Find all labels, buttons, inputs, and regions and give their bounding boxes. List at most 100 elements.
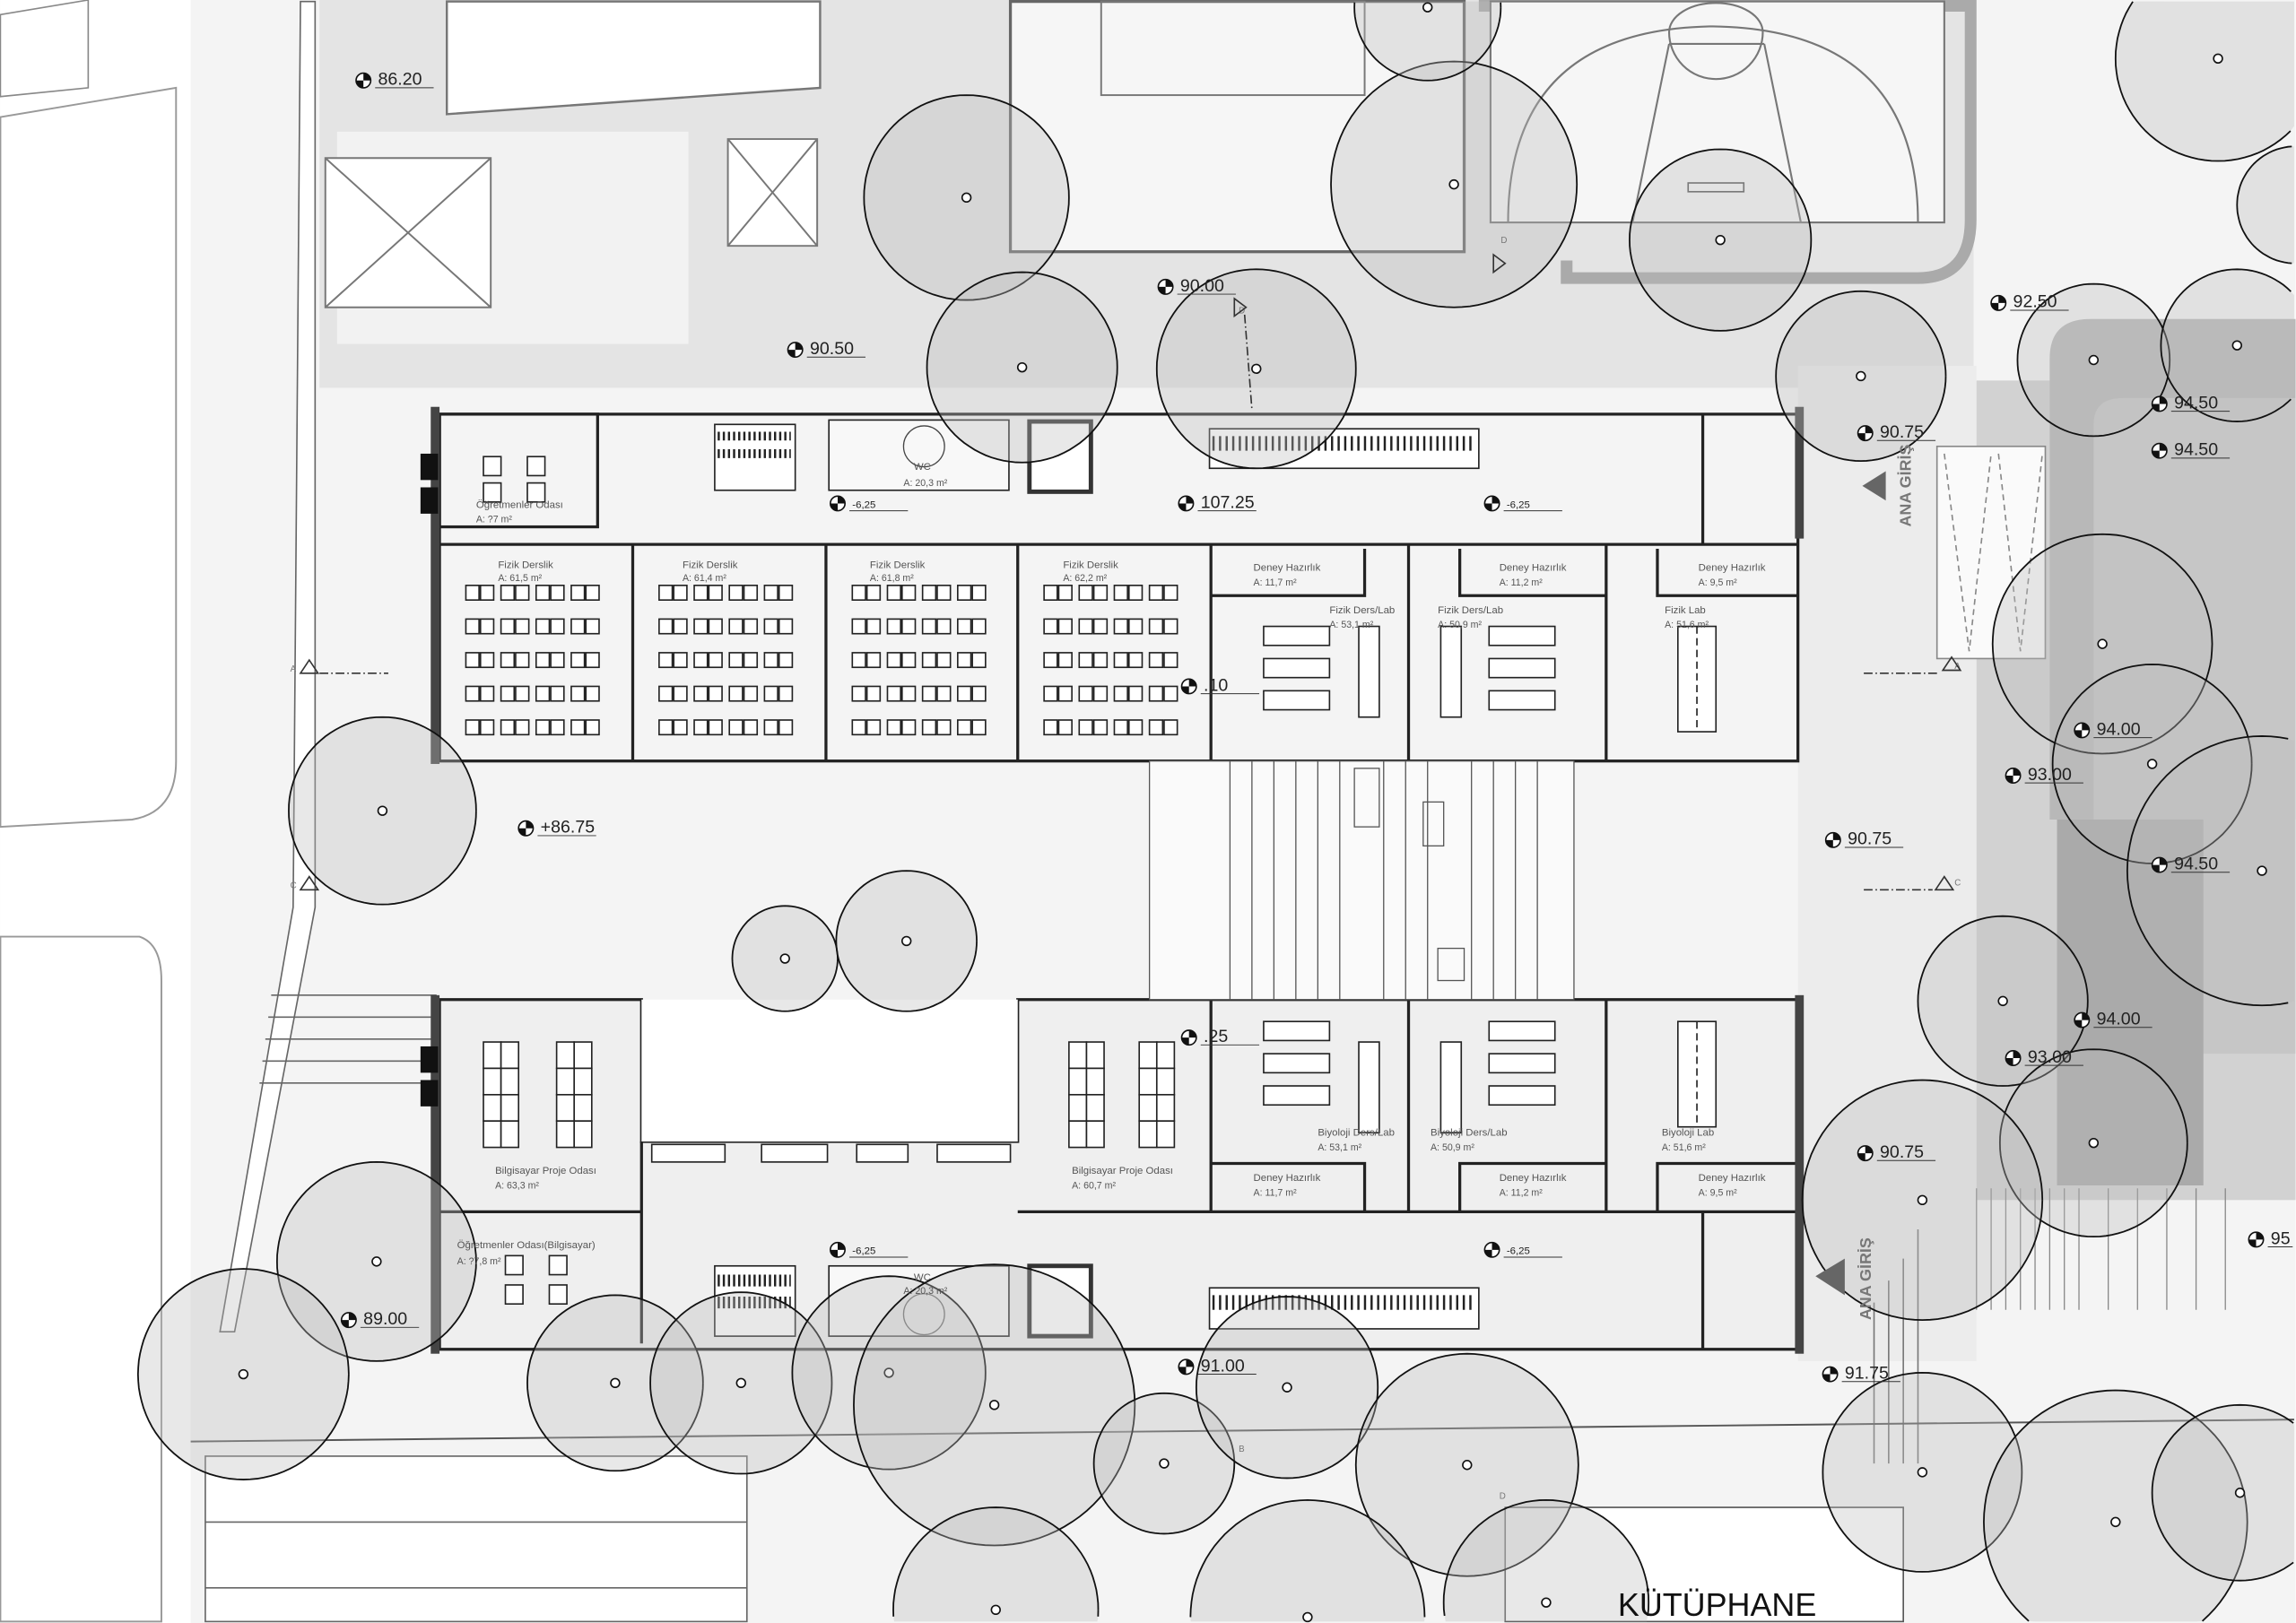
tree xyxy=(1991,533,2213,755)
desk xyxy=(921,618,937,635)
svg-text:A: 11,2 m²: A: 11,2 m² xyxy=(1500,1187,1544,1198)
svg-text:Fizik Lab: Fizik Lab xyxy=(1665,605,1706,616)
lab-table xyxy=(1263,1020,1331,1042)
tree xyxy=(2114,1,2294,162)
stairs-north-east xyxy=(1208,428,1480,470)
desk xyxy=(535,652,551,669)
svg-text:A: 53,1 m²: A: 53,1 m² xyxy=(1329,620,1373,630)
computer-desk xyxy=(555,1067,576,1096)
corridor-table xyxy=(761,1143,829,1163)
computer-desk xyxy=(483,1041,502,1070)
desk xyxy=(658,685,674,702)
desk xyxy=(851,652,866,669)
tree-trunk-icon xyxy=(1282,1382,1292,1393)
level-marker: 107.25 xyxy=(1201,492,1255,512)
desk xyxy=(673,585,688,601)
desk xyxy=(778,719,794,736)
chair xyxy=(526,456,546,477)
desk xyxy=(763,719,778,736)
tree-trunk-icon xyxy=(1159,1458,1170,1469)
desk xyxy=(1057,719,1073,736)
desk xyxy=(921,585,937,601)
computer-desk xyxy=(1068,1093,1088,1123)
tree xyxy=(1917,915,2089,1087)
lab-table xyxy=(1488,1020,1556,1042)
level-marker: 90.75 xyxy=(1848,829,1892,849)
desk xyxy=(851,685,866,702)
desk xyxy=(465,719,480,736)
tree-trunk-icon xyxy=(1856,370,1866,382)
desk xyxy=(658,618,674,635)
computer-desk xyxy=(500,1067,520,1096)
computer-desk xyxy=(1138,1041,1158,1070)
computer-desk xyxy=(573,1067,593,1096)
desk xyxy=(936,585,952,601)
tree xyxy=(731,905,839,1012)
desk xyxy=(1163,685,1178,702)
desk xyxy=(550,652,565,669)
desk xyxy=(479,618,495,635)
desk xyxy=(1092,719,1109,736)
desk xyxy=(743,585,759,601)
desk xyxy=(1113,685,1128,702)
lab-table xyxy=(1488,1085,1556,1107)
computer-desk xyxy=(1085,1041,1105,1070)
desk xyxy=(971,652,987,669)
svg-text:A: 11,7 m²: A: 11,7 m² xyxy=(1254,577,1298,588)
level-marker: 91.75 xyxy=(1845,1363,1889,1383)
level-marker-icon xyxy=(1483,1241,1562,1258)
desk xyxy=(886,685,901,702)
desk xyxy=(1057,652,1073,669)
tree-trunk-icon xyxy=(988,1400,1000,1410)
level-marker-icon xyxy=(1180,1029,1260,1046)
desk xyxy=(778,652,794,669)
svg-text:A: ?7 m²: A: ?7 m² xyxy=(476,515,513,525)
desk xyxy=(778,618,794,635)
svg-text:A: 50,9 m²: A: 50,9 m² xyxy=(1438,620,1482,630)
desk xyxy=(1127,685,1144,702)
tree-trunk-icon xyxy=(610,1377,621,1389)
level-marker-icon xyxy=(2151,856,2231,873)
level-marker: 86.20 xyxy=(378,70,422,90)
desk xyxy=(957,685,972,702)
level-marker: 94.50 xyxy=(2174,393,2218,412)
lab-table xyxy=(1263,1085,1331,1107)
computer-desk xyxy=(1155,1120,1176,1149)
desk xyxy=(585,685,600,702)
svg-text:A: 61,5 m²: A: 61,5 m² xyxy=(498,573,542,584)
level-marker-icon xyxy=(1857,1145,1936,1162)
desk xyxy=(535,585,551,601)
corridor-table xyxy=(650,1143,726,1163)
svg-text:A: 62,2 m²: A: 62,2 m² xyxy=(1063,573,1107,584)
level-marker-icon xyxy=(1157,278,1236,295)
main-entrance-south: ANA GİRİŞ xyxy=(1815,1237,1874,1320)
desk xyxy=(1043,685,1058,702)
tree-trunk-icon xyxy=(961,192,972,204)
tree xyxy=(288,716,477,906)
entrance-arrow-icon xyxy=(1862,471,1886,501)
desk xyxy=(708,652,723,669)
tree xyxy=(526,1294,704,1472)
desk xyxy=(1092,685,1109,702)
tree xyxy=(892,1506,1100,1622)
computer-desk xyxy=(555,1093,576,1123)
tree-trunk-icon xyxy=(1541,1597,1552,1608)
building xyxy=(420,406,1805,1354)
desk xyxy=(515,618,530,635)
desk xyxy=(957,618,972,635)
tree-trunk-icon xyxy=(1251,363,1262,375)
desk xyxy=(778,585,794,601)
level-marker: .10 xyxy=(1204,675,1228,695)
level-marker: 90.75 xyxy=(1880,1142,1924,1162)
chair xyxy=(504,1254,524,1276)
desk xyxy=(1148,719,1164,736)
desk xyxy=(936,685,952,702)
svg-text:A: 51,6 m²: A: 51,6 m² xyxy=(1662,1142,1706,1153)
desk xyxy=(1078,719,1093,736)
